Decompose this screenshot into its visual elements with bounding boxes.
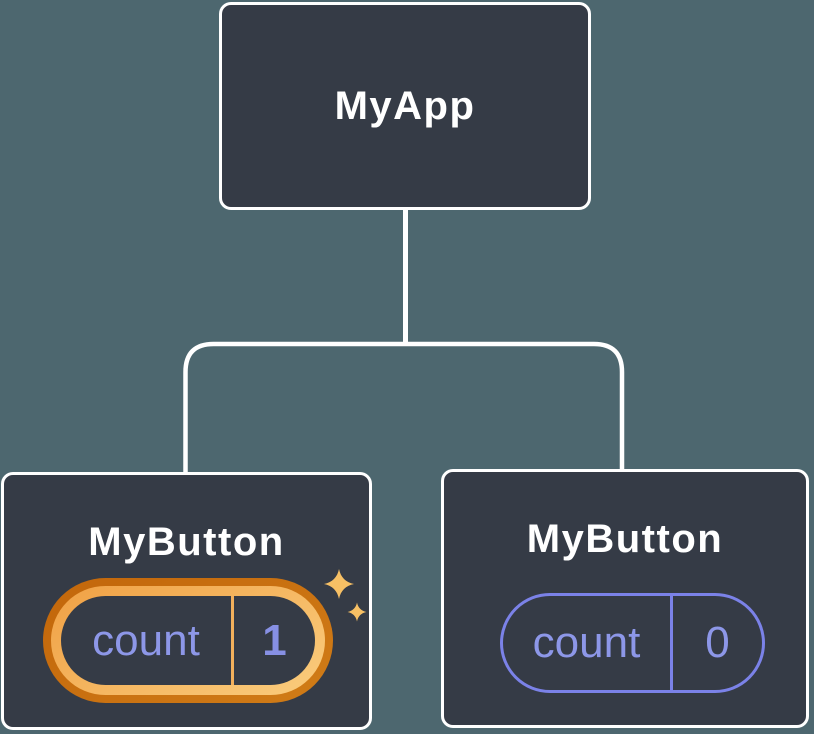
state-pill-highlight-outer-ring: count 1 bbox=[43, 578, 333, 703]
state-value: 1 bbox=[262, 615, 287, 665]
node-mybutton-plain-label: MyButton bbox=[526, 517, 724, 561]
node-mybutton-highlighted: MyButton count 1 bbox=[1, 472, 372, 730]
state-pill-divider bbox=[231, 596, 234, 685]
sparkle-star-small bbox=[347, 602, 367, 622]
sparkle-icon bbox=[324, 569, 367, 622]
state-pill-highlighted: count 1 bbox=[61, 596, 315, 685]
state-pill-divider bbox=[670, 596, 673, 690]
node-mybutton-highlighted-label: MyButton bbox=[88, 520, 285, 564]
state-key-label: count bbox=[92, 615, 200, 665]
state-pill-highlight-inner-ring: count 1 bbox=[51, 586, 325, 695]
node-myapp: MyApp bbox=[219, 2, 591, 210]
state-value: 0 bbox=[705, 618, 730, 667]
node-mybutton-plain: MyButton count 0 bbox=[441, 469, 809, 728]
state-pill-plain: count 0 bbox=[500, 593, 765, 693]
node-myapp-label: MyApp bbox=[334, 83, 476, 128]
connector-branch bbox=[183, 341, 625, 476]
state-key-label: count bbox=[532, 618, 641, 667]
sparkle-star-large bbox=[324, 569, 354, 599]
